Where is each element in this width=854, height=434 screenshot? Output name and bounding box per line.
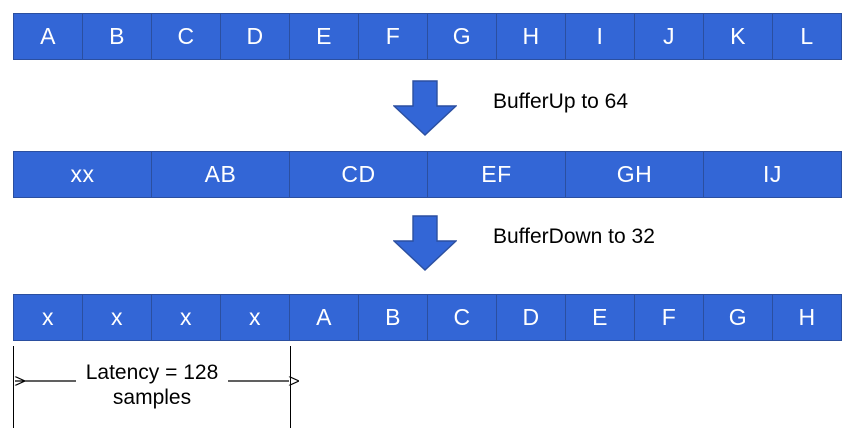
- buffer-cell: EF: [428, 152, 566, 197]
- buffer-cell: H: [773, 295, 841, 340]
- latency-extension-line-left: [13, 346, 14, 428]
- buffer-cell: B: [359, 295, 428, 340]
- latency-annotation: Latency = 128 samples: [13, 346, 303, 431]
- buffer-cell: CD: [290, 152, 428, 197]
- buffer-cell: A: [14, 14, 83, 59]
- latency-dimension-arrows: [13, 346, 303, 431]
- buffer-cell: IJ: [704, 152, 841, 197]
- latency-label: Latency = 128 samples: [13, 360, 291, 410]
- bufferup-row: xx AB CD EF GH IJ: [13, 151, 842, 198]
- buffer-cell: GH: [566, 152, 704, 197]
- source-buffer-row: A B C D E F G H I J K L: [13, 13, 842, 60]
- buffer-cell: G: [704, 295, 773, 340]
- buffer-cell: AB: [152, 152, 290, 197]
- bufferdown-row: x x x x A B C D E F G H: [13, 294, 842, 341]
- buffer-cell: K: [704, 14, 773, 59]
- bufferdown-label: BufferDown to 32: [493, 225, 655, 248]
- buffer-cell: G: [428, 14, 497, 59]
- buffer-cell: B: [83, 14, 152, 59]
- buffer-cell: H: [497, 14, 566, 59]
- buffer-cell: E: [566, 295, 635, 340]
- latency-label-line2: samples: [109, 386, 195, 409]
- down-arrow-icon: [393, 215, 457, 271]
- buffer-cell: A: [290, 295, 359, 340]
- buffer-cell: L: [773, 14, 841, 59]
- buffer-cell: C: [152, 14, 221, 59]
- buffer-cell: I: [566, 14, 635, 59]
- buffer-cell: x: [152, 295, 221, 340]
- buffer-cell: xx: [14, 152, 152, 197]
- buffer-cell: E: [290, 14, 359, 59]
- buffer-cell: C: [428, 295, 497, 340]
- buffer-cell: x: [14, 295, 83, 340]
- buffer-cell: D: [497, 295, 566, 340]
- down-arrow-icon: [393, 80, 457, 136]
- latency-extension-line-right: [290, 346, 291, 428]
- buffer-cell: F: [359, 14, 428, 59]
- buffer-cell: D: [221, 14, 290, 59]
- latency-label-line1: Latency = 128: [82, 361, 222, 384]
- buffer-cell: x: [221, 295, 290, 340]
- bufferup-label: BufferUp to 64: [493, 90, 629, 113]
- buffer-cell: F: [635, 295, 704, 340]
- buffer-cell: x: [83, 295, 152, 340]
- buffer-cell: J: [635, 14, 704, 59]
